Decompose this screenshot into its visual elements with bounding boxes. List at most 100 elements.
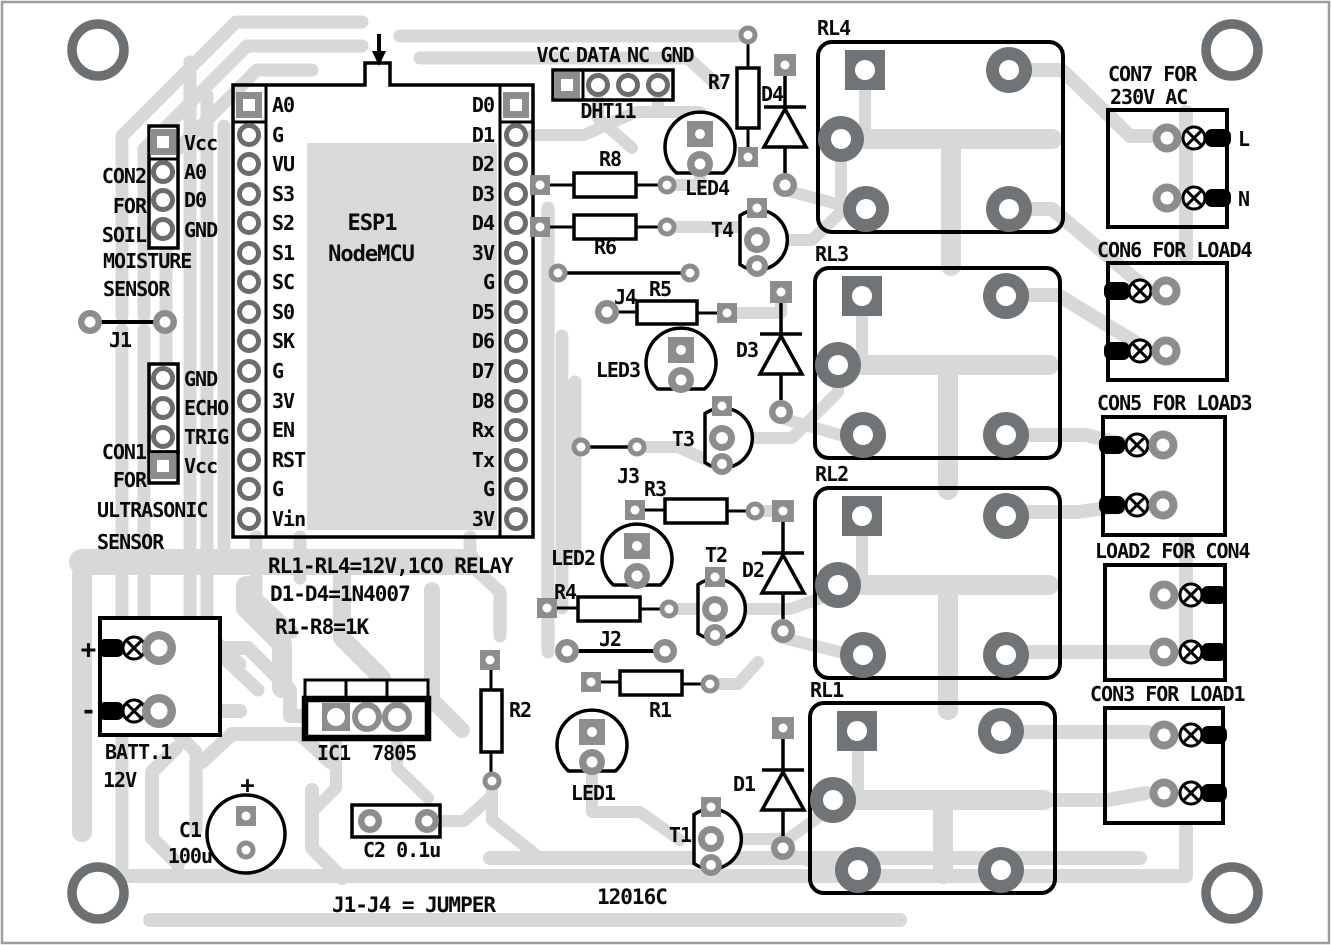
con7-terminal: CON7 FOR 230V AC L N (1106, 62, 1251, 229)
mounting-holes (67, 19, 1263, 924)
pin-label: GND (184, 367, 218, 391)
relay-rl3: RL3 (815, 242, 1060, 458)
transistor-label: T3 (672, 427, 694, 451)
con1-title: SENSOR (97, 530, 165, 554)
led-label: LED3 (596, 358, 640, 382)
con2-title: CON2 (102, 164, 146, 188)
con6-title: CON6 FOR LOAD4 (1097, 238, 1253, 262)
pin-label: GND (660, 43, 694, 67)
pin-label: Tx (472, 448, 495, 472)
pin-label: EN (272, 418, 294, 442)
con1-title: FOR (113, 468, 148, 492)
led-label: LED4 (685, 176, 730, 200)
con3-terminal: CON3 FOR LOAD1 (1090, 682, 1247, 825)
con2-title: FOR (113, 194, 148, 218)
pin-label: D5 (472, 300, 494, 324)
con2-title: SENSOR (103, 277, 171, 301)
nodemcu-module: ESP1 NodeMCU A0 G VU S3 S2 S1 SC S0 SK G… (231, 34, 535, 539)
resistor-label: R3 (644, 477, 666, 501)
transistor-t3: T3 (672, 394, 755, 477)
led2: LED2 (551, 522, 674, 591)
pin-label: G (483, 477, 495, 501)
cap-value: 100u (168, 844, 212, 868)
resistor-r8: R8 (530, 147, 677, 199)
mounting-hole (1201, 862, 1263, 924)
cap-plus-label: + (240, 771, 254, 799)
relay-rl2: RL2 (815, 462, 1060, 678)
resistor-r2: R2 (479, 650, 532, 791)
pin-label: D7 (472, 359, 494, 383)
resistor-r3: R3 (625, 477, 765, 525)
dht11-connector: VCC DATA NC GND DHT11 (536, 43, 695, 123)
con6-terminal: CON6 FOR LOAD4 (1097, 238, 1254, 382)
pin-label: Vcc (184, 131, 217, 155)
led3: LED3 (596, 326, 718, 395)
pin-label: Rx (472, 418, 495, 442)
con2-title: SOIL (102, 223, 147, 247)
pin-label: SK (272, 329, 295, 353)
resistor-label: R6 (594, 235, 616, 259)
ic1-regulator: IC1 7805 (301, 678, 432, 765)
board-id: 12016C (597, 885, 667, 909)
jumper-j2: J2 (555, 627, 677, 663)
transistor-label: T1 (669, 823, 692, 847)
pin-label: VCC (536, 43, 569, 67)
resistor-label: R7 (708, 70, 730, 94)
battery-plus-label: + (81, 635, 96, 665)
transistor-t2: T2 (696, 543, 748, 648)
pin-label: D2 (472, 152, 494, 176)
transistor-label: T4 (711, 218, 734, 242)
ic-ref: IC1 (317, 741, 351, 765)
con1-title: ULTRASONIC (97, 498, 207, 522)
diode-d4: D4 (761, 52, 808, 199)
con4-terminal: LOAD2 FOR CON4 (1095, 539, 1252, 682)
jumper-j3: J3 (571, 437, 647, 488)
con1-title: CON1 (102, 440, 147, 464)
led-label: LED2 (551, 546, 595, 570)
pin-label: S1 (272, 241, 295, 265)
transistor-t1: T1 (669, 795, 744, 878)
pin-label: ECHO (184, 396, 229, 420)
nodemcu-ref: ESP1 (348, 211, 398, 236)
pin-label: D4 (472, 211, 495, 235)
capacitor-c1: + C1 100u (168, 771, 287, 875)
con2-title: MOISTURE (103, 249, 191, 273)
resistor-r6: R6 (530, 213, 677, 259)
diode-d2: D2 (742, 498, 806, 645)
pin-label: GND (184, 218, 218, 242)
pin-label: A0 (272, 93, 294, 117)
pin-label: Vin (272, 507, 305, 531)
con5-title: CON5 FOR LOAD3 (1097, 391, 1252, 415)
diode-label: D3 (736, 338, 758, 362)
pin-label: 3V (472, 241, 495, 265)
jumper-label: J2 (599, 627, 621, 651)
con7-title: CON7 FOR (1108, 62, 1198, 86)
pin-label: VU (272, 152, 294, 176)
resistor-r5: R5 (595, 277, 737, 326)
pin-label: G (483, 270, 495, 294)
relay-rl4: RL4 (817, 16, 1063, 232)
relay-label: RL1 (810, 678, 844, 702)
resistor-r4: R4 (537, 580, 679, 623)
diode-note: D1-D4=1N4007 (270, 582, 410, 606)
mounting-hole (67, 19, 129, 81)
resistor-r1: R1 (581, 669, 720, 722)
battery-voltage: 12V (103, 768, 137, 792)
transistor-t4: T4 (711, 196, 790, 279)
pin-label: 3V (272, 389, 295, 413)
mounting-hole (1201, 19, 1263, 81)
pin-label: G (272, 123, 284, 147)
resistor-label: R4 (554, 580, 577, 604)
pin-label: D3 (472, 182, 494, 206)
diode-d3: D3 (736, 279, 804, 426)
resistor-label: R2 (509, 698, 531, 722)
pin-label: N (1238, 187, 1249, 211)
mounting-hole (67, 862, 129, 924)
jumper-label: J3 (617, 464, 639, 488)
pin-label: Vcc (184, 454, 217, 478)
relay-rl1: RL1 (810, 678, 1055, 893)
con7-title: 230V AC (1110, 85, 1187, 109)
pin-label: 3V (472, 507, 495, 531)
cap-ref: C2 0.1u (363, 838, 440, 862)
pin-label: D1 (472, 123, 495, 147)
